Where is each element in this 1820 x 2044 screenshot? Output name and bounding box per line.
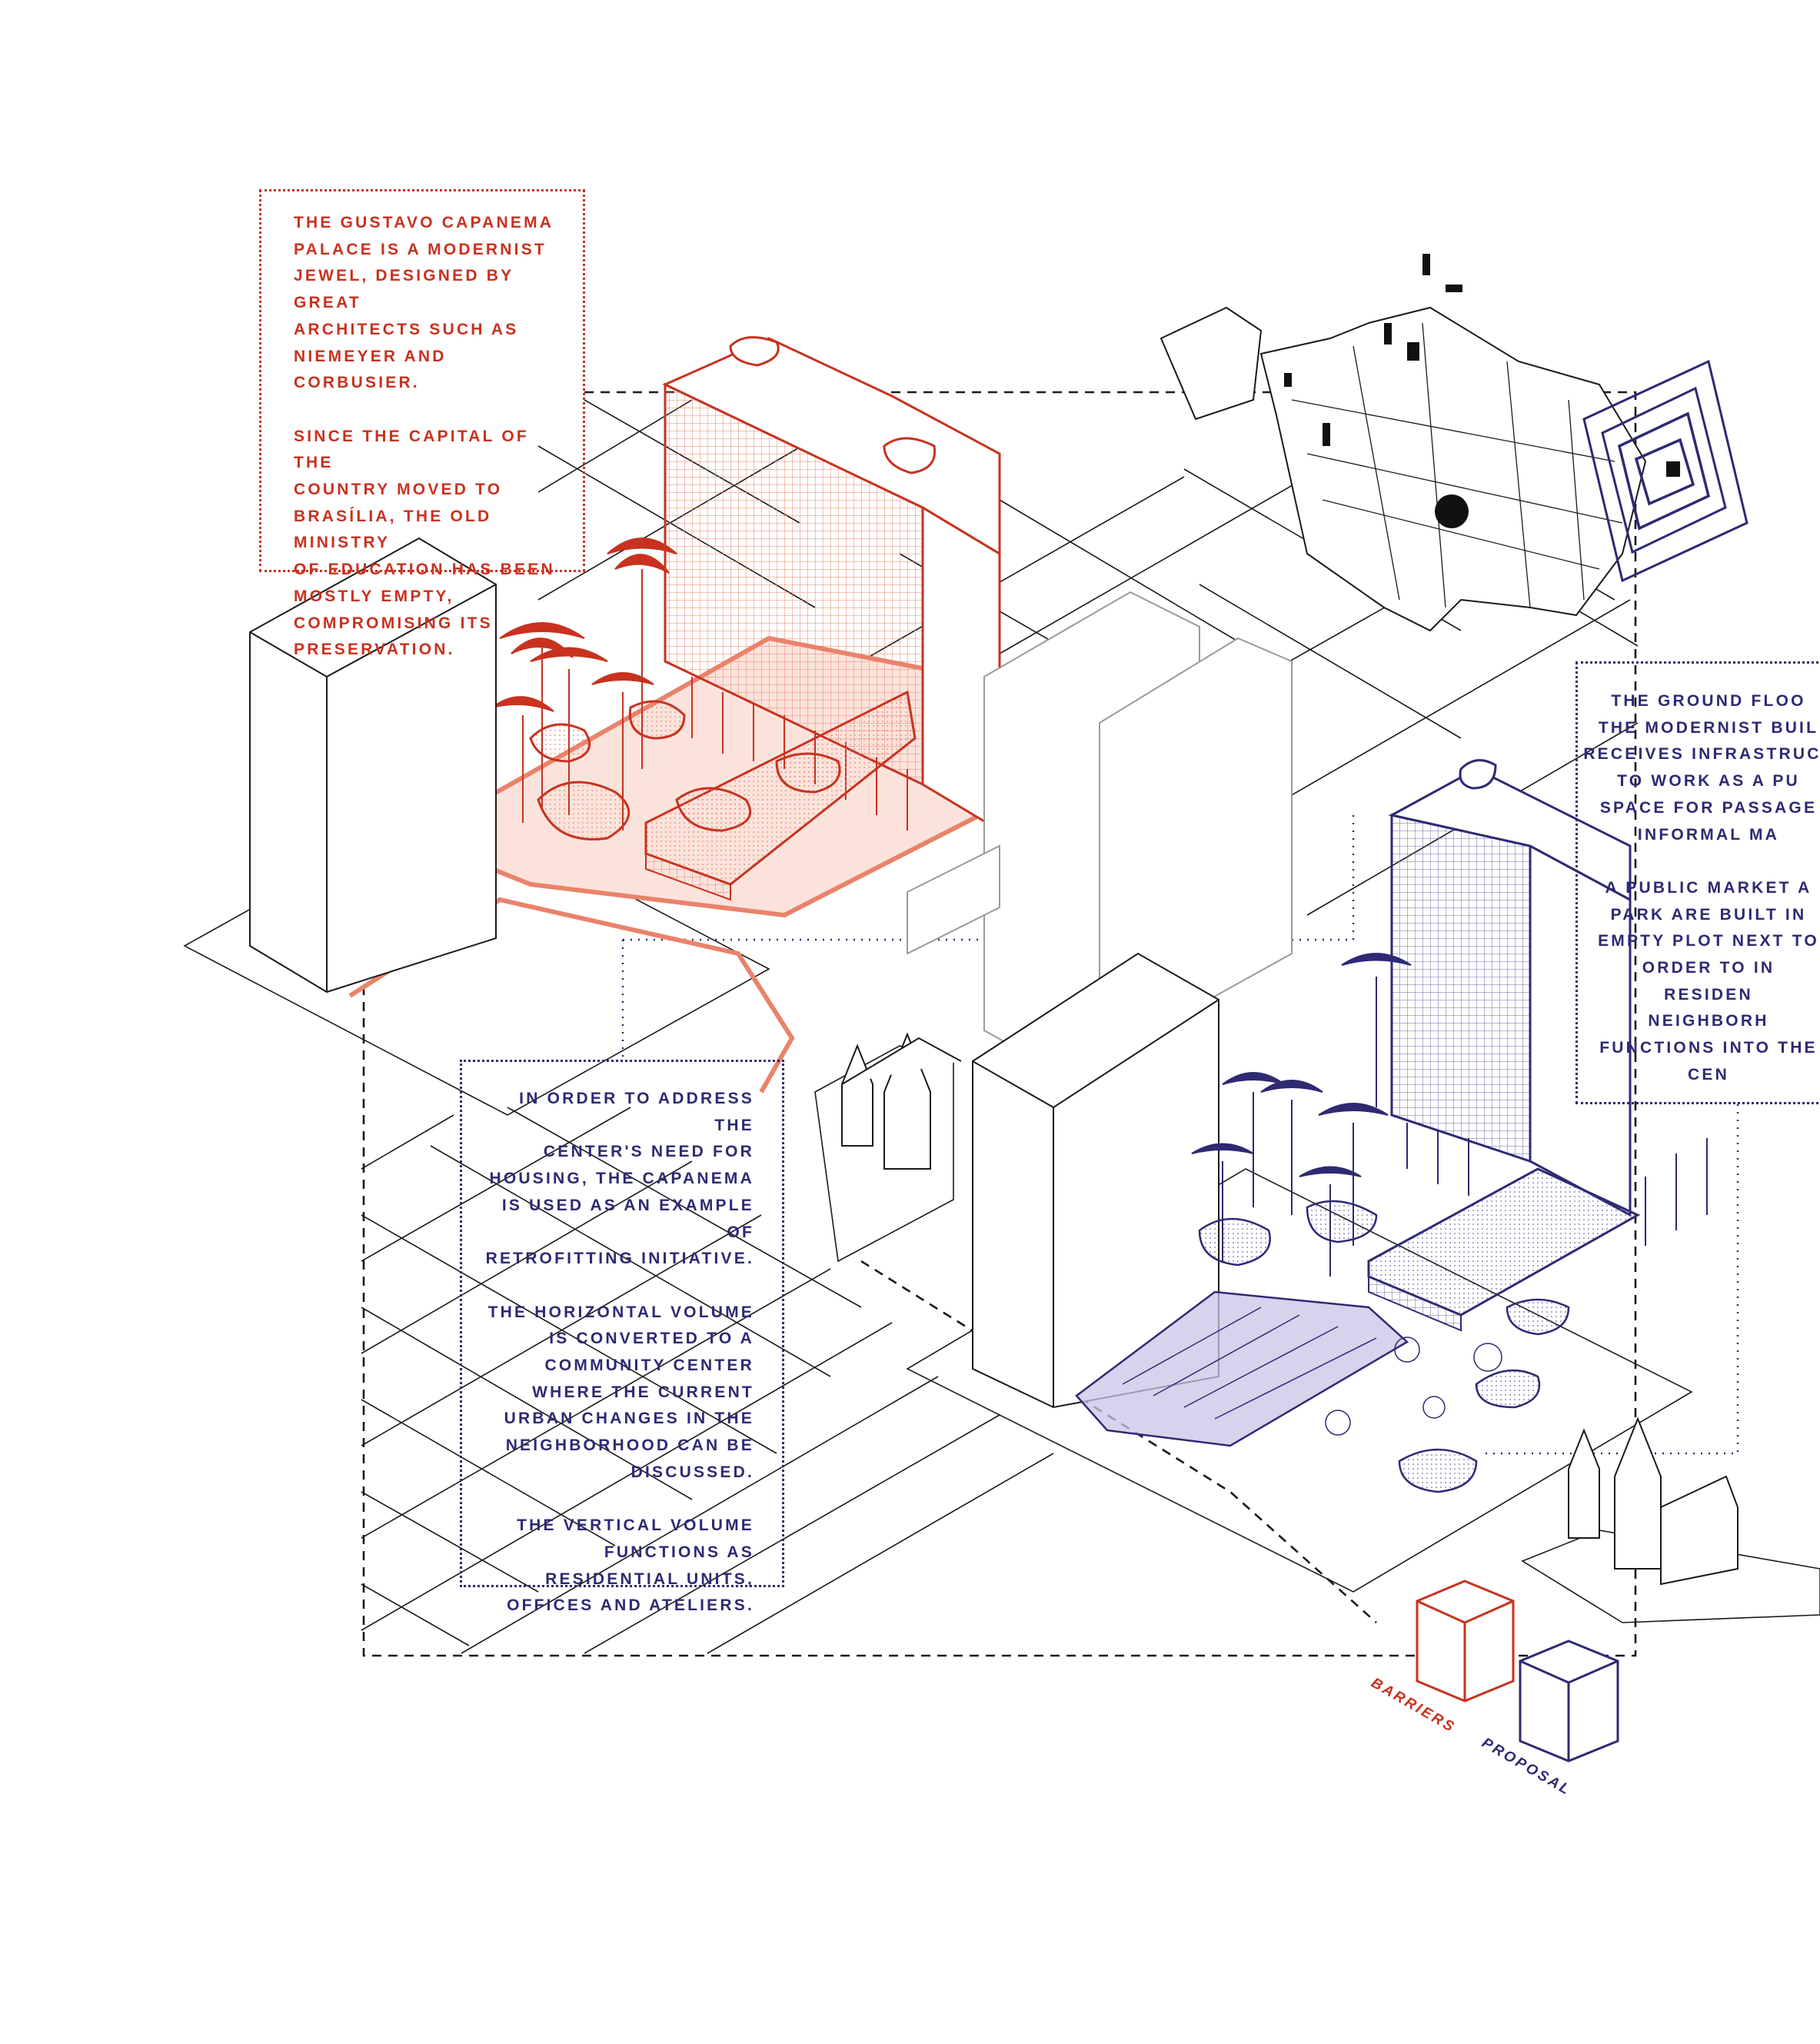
retrofit-note: IN ORDER TO ADDRESS THE CENTER'S NEED FO… [460,1060,784,1614]
legend-proposal-cube [1519,1640,1619,1763]
existing-note-paragraph-1: THE GUSTAVO CAPANEMA PALACE IS A MODERNI… [294,214,554,392]
public-market-canopy [1075,1290,1409,1447]
ground-floor-note: THE GROUND FLOO THE MODERNIST BUIL RECEI… [1575,661,1820,1104]
existing-horizontal-volume [644,690,917,886]
proposal-zone-outline [621,815,1739,1455]
ground-floor-note-paragraph-2: A PUBLIC MARKET A PARK ARE BUILT IN EMPT… [1598,878,1819,1084]
retrofit-note-paragraph-2: THE HORIZONTAL VOLUME IS CONVERTED TO A … [487,1303,754,1481]
ground-floor-note-paragraph-1: THE GROUND FLOO THE MODERNIST BUIL RECEI… [1583,692,1820,844]
capanema-proposal-building [1075,759,1708,1493]
existing-note-paragraph-2: SINCE THE CAPITAL OF THE COUNTRY MOVED T… [294,427,555,659]
ground-floor-note-text: THE GROUND FLOO THE MODERNIST BUIL RECEI… [1578,688,1820,1089]
church-left [841,1044,873,1147]
legend-barriers-cube [1416,1580,1515,1703]
existing-palms [491,538,677,831]
retrofit-note-paragraph-1: IN ORDER TO ADDRESS THE CENTER'S NEED FO… [485,1090,754,1268]
location-map [1160,254,1748,632]
neighbor-buildings [249,537,1738,1586]
church-right [1568,1428,1600,1539]
retrofit-note-paragraph-3: THE VERTICAL VOLUME FUNCTIONS AS RESIDEN… [507,1516,754,1615]
proposal-horizontal-volume [1367,1167,1641,1317]
proposal-tower-facade [1390,814,1532,1163]
location-marker-squares [1582,359,1748,583]
proposal-palms [1191,953,1412,1277]
existing-condition-note: THE GUSTAVO CAPANEMA PALACE IS A MODERNI… [259,189,585,658]
